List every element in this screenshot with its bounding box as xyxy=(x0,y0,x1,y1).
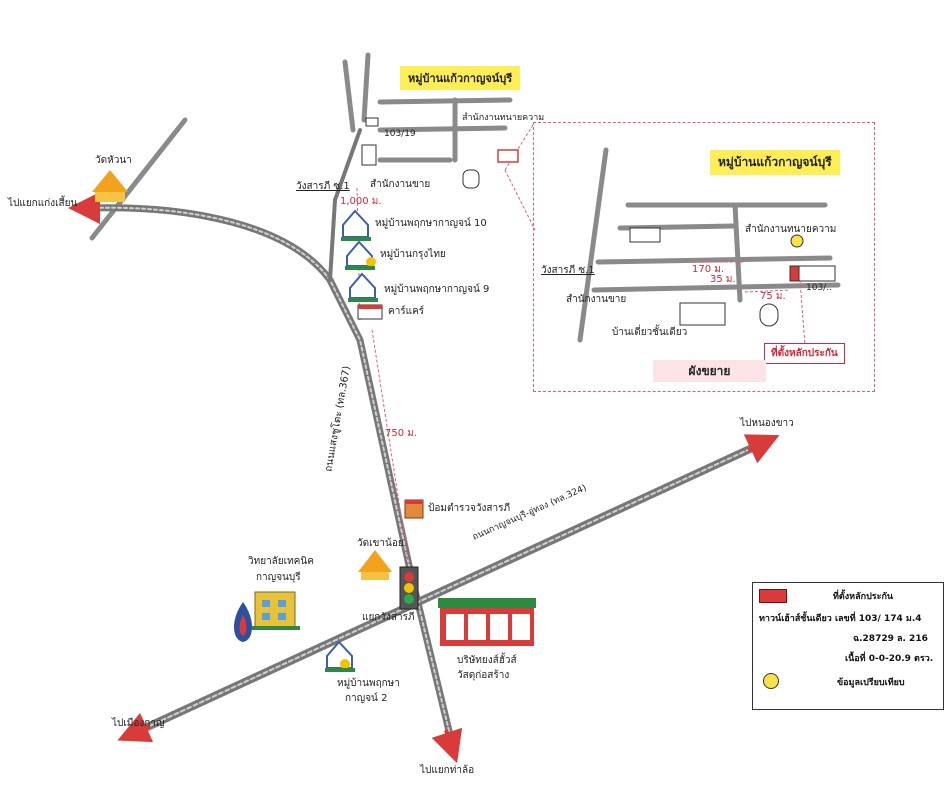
label-village-2b: กาญจน์ 2 xyxy=(345,693,388,704)
label-college-1: วิทยาลัยเทคนิค xyxy=(248,556,314,567)
village-10-icon xyxy=(341,209,371,241)
inset-village-banner: หมู่บ้านแก้วกาญจน์บุรี xyxy=(710,150,840,175)
label-police: ป้อมตำรวจวังสารภี xyxy=(428,503,511,514)
label-company-1: บริษัทยงส์ฮั้วส์ xyxy=(457,655,517,666)
label-to-mueang: ไปเมืองกาญ xyxy=(112,718,165,729)
direction-arrows xyxy=(68,192,780,764)
ptt-station-icon xyxy=(233,602,253,642)
compare-marker-icon xyxy=(790,234,804,248)
inset-label-75: 75 ม. xyxy=(760,291,786,302)
legend-compare: ข้อมูลเปรียบเทียบ xyxy=(837,678,905,688)
police-box-icon xyxy=(404,499,424,519)
label-company-2: วัสดุก่อสร้าง xyxy=(457,670,510,681)
label-carcare: คาร์แคร์ xyxy=(388,306,425,317)
inset-label-35: 35 ม. xyxy=(710,274,736,285)
townhouse-block-top xyxy=(361,117,519,166)
traffic-light-icon xyxy=(399,566,419,610)
collateral-location-callout: ที่ตั้งหลักประกัน xyxy=(764,343,845,364)
inset-label-wang-sarapi: วังสารภี ซ.1 xyxy=(541,265,595,276)
label-wang-sarapi-top: วังสารภี ซ.1 xyxy=(296,181,350,192)
label-village-2a: หมู่บ้านพฤกษา xyxy=(337,678,400,689)
inset-buildings xyxy=(629,227,836,327)
inset-roads xyxy=(577,147,841,343)
company-building-icon xyxy=(438,598,536,646)
label-wat-khao-noi: วัดเขาน้อย xyxy=(357,538,404,549)
label-to-tha-lo: ไปแยกท่าล้อ xyxy=(420,765,475,776)
label-house-no-top: 103/19 xyxy=(384,129,416,139)
label-dist-1000: 1,000 ม. xyxy=(340,196,382,207)
village-banner: หมู่บ้านแก้วกาญจน์บุรี xyxy=(400,66,521,90)
legend-title: ที่ตั้งหลักประกัน xyxy=(833,592,894,602)
label-village-10: หมู่บ้านพฤกษากาญจน์ 10 xyxy=(375,218,487,229)
local-roads xyxy=(89,52,513,241)
legend-line2: ฉ.28729 ล. 216 xyxy=(853,634,928,644)
map-legend: ที่ตั้งหลักประกัน ทาวน์เฮ้าส์ชั้นเดียว เ… xyxy=(752,582,944,710)
label-to-kaeng-sian: ไปแยกแก่งเสี้ยน xyxy=(8,198,78,209)
legend-line3: เนื้อที่ 0-0-20.9 ตรว. xyxy=(845,654,934,664)
main-roads xyxy=(84,128,769,739)
label-office-top: สำนักงานทนายความ xyxy=(462,113,545,123)
inset-zoom-label: ผังขยาย xyxy=(653,360,766,382)
inset-enlarged-plan xyxy=(533,122,875,392)
label-to-nong-khao: ไปหนองขาว xyxy=(740,418,794,429)
label-wat-hua-na: วัดหัวนา xyxy=(95,155,132,166)
legend-line1: ทาวน์เฮ้าส์ชั้นเดียว เลขที่ 103/ 174 ม.4 xyxy=(759,614,922,624)
inset-label-single-house: บ้านเดี่ยวชั้นเดียว xyxy=(612,327,688,338)
inset-measure-marks xyxy=(690,261,806,346)
gate-icon-top xyxy=(462,169,480,189)
inset-label-170: 170 ม. xyxy=(692,264,725,275)
temple-icon-wat-khao-noi xyxy=(358,550,392,580)
legend-collateral-swatch xyxy=(759,589,787,603)
label-college-2: กาญจนบุรี xyxy=(256,572,301,583)
inset-label-sales-office: สำนักงานขาย xyxy=(566,294,627,305)
village-krungthai-icon xyxy=(345,240,376,270)
label-village-9: หมู่บ้านพฤกษากาญจน์ 9 xyxy=(384,284,490,295)
label-sales-office-top: สำนักงานขาย xyxy=(370,179,431,190)
label-village-krungthai: หมู่บ้านกรุงไทย xyxy=(380,249,446,260)
college-building-icon xyxy=(252,591,300,630)
inset-label-office: สำนักงานทนายความ xyxy=(745,224,837,235)
inset-label-house-no: 103/.. xyxy=(806,283,832,293)
legend-compare-dot-icon xyxy=(763,673,779,689)
label-dist-750: 750 ม. xyxy=(385,428,418,439)
temple-icon-wat-hua-na xyxy=(92,170,128,202)
label-junction: แยกวังสารภี xyxy=(362,612,415,623)
village-2-icon xyxy=(325,640,355,672)
carcare-icon xyxy=(357,304,383,320)
village-9-icon xyxy=(348,272,378,302)
